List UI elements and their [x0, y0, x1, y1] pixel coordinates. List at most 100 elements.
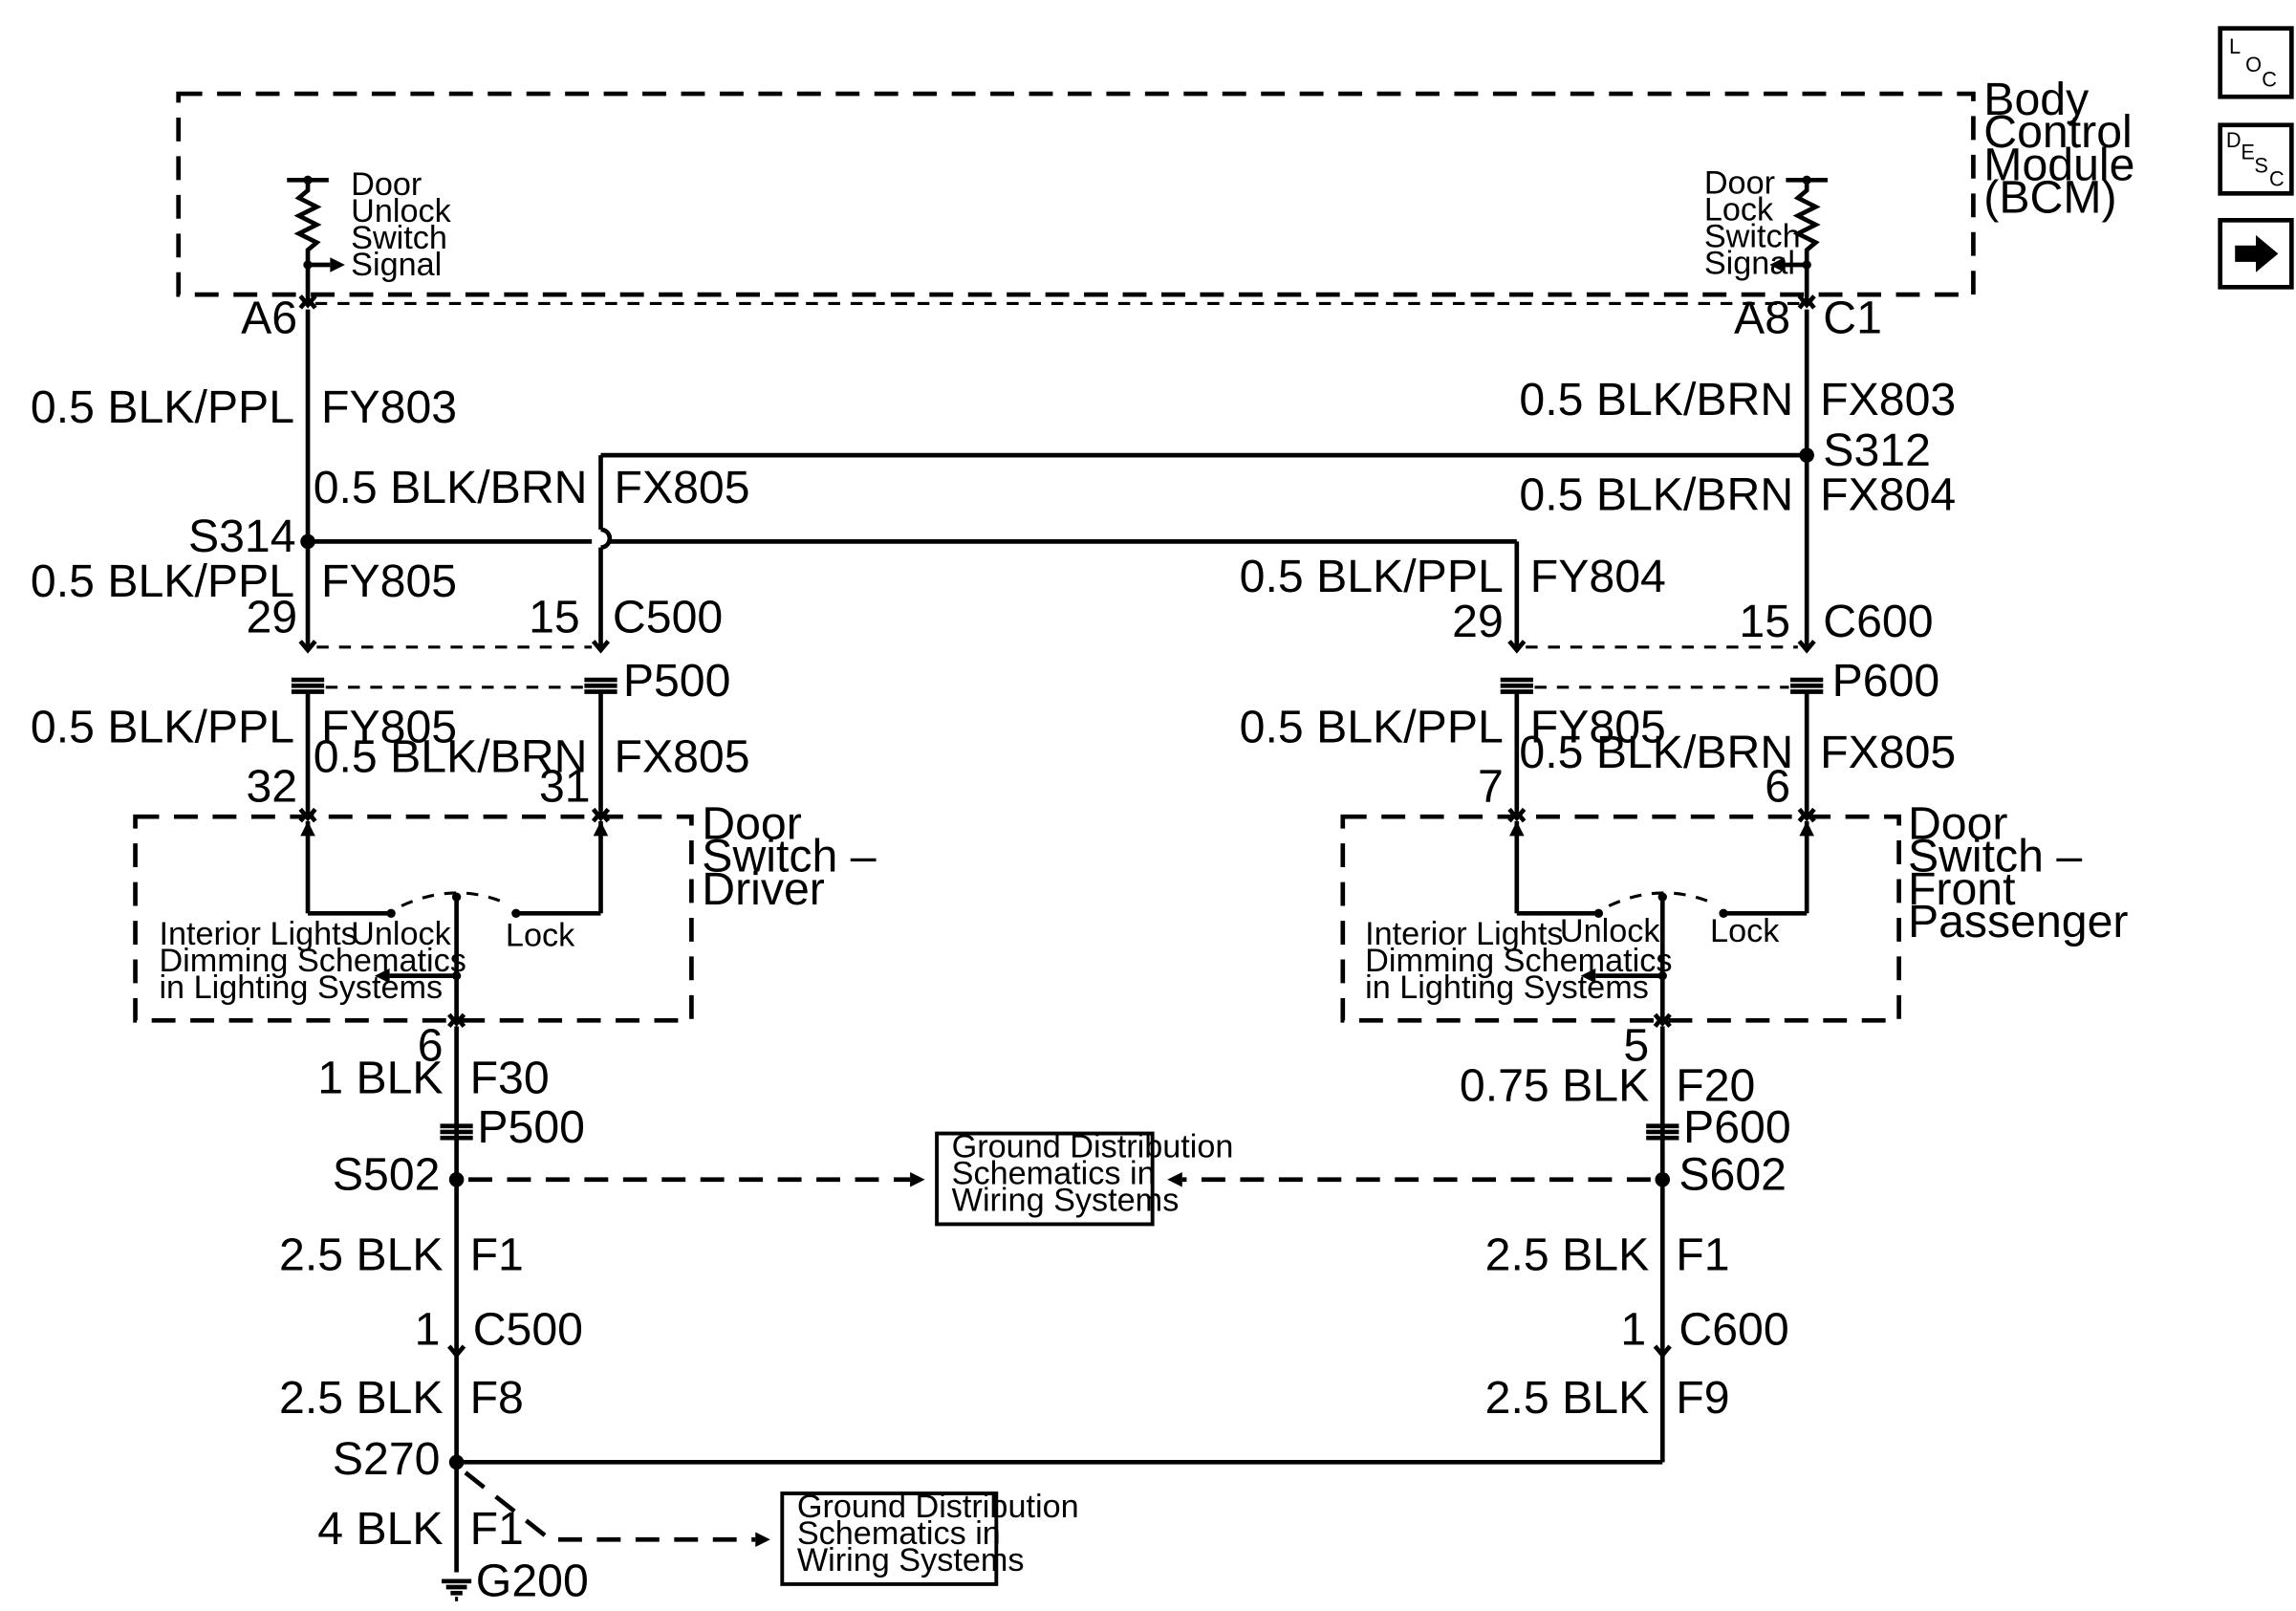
passenger-unlock-label: Unlock: [1560, 913, 1660, 949]
door-switch-passenger: [1340, 809, 1901, 1026]
passenger-dimming-ref: Interior Lights Dimming Schematics in Li…: [1365, 916, 1681, 1006]
passenger-lock-label: Lock: [1710, 913, 1780, 949]
splice-s314-label: S314: [188, 511, 296, 562]
pin-d31: 31: [539, 761, 591, 813]
ground-ref-text-1: Ground Distribution Schematics in Wiring…: [952, 1128, 1243, 1218]
wire-c1-size: 0.5 BLK/BRN: [1519, 374, 1793, 425]
wire-s314-down-size: 0.5 BLK/PPL: [31, 555, 294, 607]
ground-ref-box-1: [935, 1131, 1155, 1227]
passenger-switch-title: Door Switch – Front Passenger: [1908, 798, 2129, 948]
pin-d32: 32: [246, 761, 297, 813]
wire-s314-right-circuit: FY804: [1530, 551, 1666, 602]
lock-signal-input: [1769, 175, 1828, 298]
splice-s312-label: S312: [1823, 425, 1931, 476]
connector-c500-driver: [292, 642, 617, 692]
connector-p500-bottom: P500: [477, 1101, 585, 1153]
wire-drv-gnd-size: 1 BLK: [317, 1053, 443, 1104]
wire-g200-size: 4 BLK: [317, 1503, 443, 1555]
wire-s312-down-size: 0.5 BLK/BRN: [1519, 469, 1793, 521]
ground-ref-box-2: [780, 1491, 999, 1586]
splice-s270: [448, 1454, 465, 1470]
ground-g200-label: G200: [476, 1555, 589, 1606]
wire-s602-size: 2.5 BLK: [1485, 1230, 1650, 1281]
desc-e: E: [2241, 141, 2255, 164]
unlock-signal-input: [287, 175, 345, 298]
splice-s270-label: S270: [333, 1433, 441, 1485]
loc-o: O: [2245, 53, 2262, 76]
connector-p600-bottom: P600: [1683, 1101, 1791, 1153]
splice-s602-label: S602: [1679, 1149, 1787, 1201]
lock-signal-label: Door Lock Switch Signal: [1704, 164, 1809, 281]
wire-s314-down-circuit: FY805: [321, 555, 457, 607]
wire-c500-circuit: F8: [470, 1372, 524, 1424]
wire-drv-gnd-circuit: F30: [470, 1053, 550, 1104]
connector-c600-bottom: C600: [1679, 1303, 1788, 1355]
bcm-box: [176, 91, 1976, 297]
wire-drv-right-circuit: FX805: [615, 730, 750, 782]
pin-p7: 7: [1478, 761, 1504, 813]
pin-d6: 6: [418, 1019, 444, 1071]
splice-s502-label: S502: [333, 1149, 441, 1201]
unlock-signal-label: Door Unlock Switch Signal: [351, 166, 460, 283]
next-button[interactable]: [2218, 217, 2294, 290]
wire-s602-circuit: F1: [1676, 1230, 1729, 1281]
wire-pas-gnd-circuit: F20: [1676, 1059, 1755, 1111]
wire-c1-circuit: FX803: [1820, 374, 1956, 425]
pin-a6: A6: [241, 293, 297, 344]
driver-switch-title: Door Switch – Driver: [702, 798, 889, 915]
connector-c600-label: C600: [1823, 596, 1933, 647]
wire-drv-left-circuit: FY805: [321, 701, 457, 752]
ground-g200-icon: [442, 1578, 472, 1601]
loc-c: C: [2262, 67, 2277, 91]
wire-s502-size: 2.5 BLK: [279, 1230, 444, 1281]
wire-s314-right-size: 0.5 BLK/PPL: [1240, 551, 1504, 602]
loc-button[interactable]: L O C: [2218, 26, 2294, 99]
splice-s602: [1655, 1171, 1671, 1187]
wire-s312-down-circuit: FX804: [1820, 469, 1956, 521]
door-switch-driver: [133, 809, 694, 1026]
ground-ref-text-2: Ground Distribution Schematics in Wiring…: [797, 1489, 1088, 1578]
connector-c500-label: C500: [613, 591, 723, 642]
wire-drv-left-size: 0.5 BLK/PPL: [31, 701, 294, 752]
wire-a6-size: 0.5 BLK/PPL: [31, 381, 294, 433]
wire-pas-left-size: 0.5 BLK/PPL: [1240, 701, 1504, 752]
right-arrow-icon: [2235, 234, 2279, 272]
wire-s312-left-size: 0.5 BLK/BRN: [314, 462, 588, 513]
pin-p15: 15: [1739, 596, 1790, 647]
wire-c600-circuit: F9: [1676, 1372, 1729, 1424]
wire-c500-size: 2.5 BLK: [279, 1372, 444, 1424]
wire-pas-right-circuit: FX805: [1820, 727, 1956, 778]
wire-s312-left-circuit: FX805: [615, 462, 750, 513]
desc-c: C: [2269, 167, 2285, 191]
desc-s: S: [2254, 154, 2268, 178]
pin-d29: 29: [246, 591, 297, 642]
pin-p29: 29: [1452, 596, 1504, 647]
pin-gnd-d1: 1: [415, 1303, 441, 1355]
pin-a8: A8: [1734, 293, 1790, 344]
desc-d: D: [2226, 128, 2242, 152]
splice-s502: [448, 1171, 465, 1187]
bcm-title: Body Control Module (BCM): [1983, 74, 2148, 224]
desc-button[interactable]: D E S C: [2218, 122, 2294, 196]
wire-pas-left-circuit: FY805: [1530, 701, 1666, 752]
pin-c1: C1: [1823, 293, 1882, 344]
driver-dimming-ref: Interior Lights Dimming Schematics in Li…: [159, 916, 475, 1006]
driver-lock-label: Lock: [506, 918, 575, 954]
wire-drv-right-size: 0.5 BLK/BRN: [314, 730, 588, 782]
wire-s502-circuit: F1: [470, 1230, 524, 1281]
pin-p6: 6: [1765, 761, 1790, 813]
driver-unlock-label: Unlock: [351, 916, 451, 952]
connector-p500-label: P500: [623, 655, 731, 707]
connector-c600-passenger: [1501, 642, 1824, 692]
wire-pas-gnd-size: 0.75 BLK: [1460, 1059, 1649, 1111]
connector-c500-bottom: C500: [473, 1303, 583, 1355]
pin-p5: 5: [1623, 1019, 1649, 1071]
wire-g200-circuit: F1: [470, 1503, 524, 1555]
pin-gnd-p1: 1: [1620, 1303, 1646, 1355]
wire-pas-right-size: 0.5 BLK/BRN: [1519, 727, 1793, 778]
loc-l: L: [2229, 34, 2241, 58]
connector-p600-label: P600: [1832, 655, 1940, 707]
wire-a6-circuit: FY803: [321, 381, 457, 433]
wire-c600-size: 2.5 BLK: [1485, 1372, 1650, 1424]
pin-d15: 15: [529, 591, 580, 642]
